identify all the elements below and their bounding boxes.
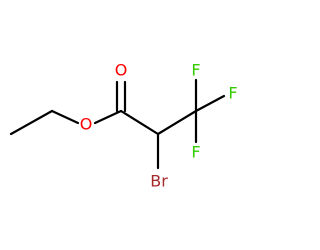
bond-ch2-oester — [50, 109, 80, 125]
atom-label-br: Br — [150, 172, 168, 191]
bond-oester-carbonyl-carbon — [93, 109, 123, 125]
molecule-diagram: O O Br F F F — [9, 61, 238, 191]
bond-alpha-cf3 — [156, 109, 198, 136]
atom-label-o-carbonyl: O — [115, 61, 128, 80]
atom-label-o-ester: O — [80, 115, 93, 134]
atom-label-f-top: F — [191, 61, 200, 80]
bond-cf3-f-right — [194, 94, 226, 113]
structure-canvas: O O Br F F F — [9, 60, 238, 191]
atom-label-f-right: F — [228, 84, 237, 103]
bond-ch3-ch2 — [9, 109, 54, 136]
bond-carbonyl-alpha — [119, 109, 160, 136]
atom-label-f-bottom: F — [191, 143, 200, 162]
